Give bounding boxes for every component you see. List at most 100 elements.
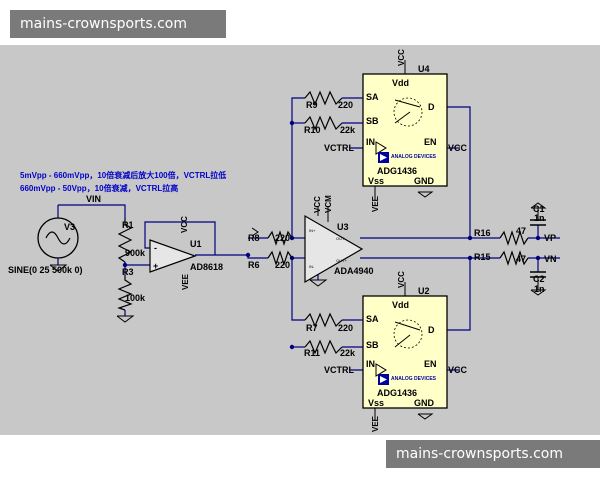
resistor-r16-ref: R16: [474, 228, 491, 238]
switch-u2-in: IN: [366, 359, 375, 369]
switch-u4-logo: ANALOG DEVICES: [391, 154, 437, 160]
resistor-r8-ref: R8: [248, 233, 260, 243]
switch-u4-vss: Vss: [368, 176, 384, 186]
switch-u2: U2 Vdd SA SB D IN EN Vss GND ANALOG DEVI…: [324, 271, 468, 432]
net-label-u4-en-vcc: VCC: [448, 143, 468, 153]
switch-u4-body: [362, 73, 448, 187]
switch-u2-vdd: Vdd: [392, 300, 409, 310]
resistor-r10: R10 22k: [304, 115, 356, 135]
svg-text:IN-: IN-: [309, 264, 315, 269]
resistor-icon: [117, 275, 133, 311]
switch-u2-en: EN: [424, 359, 437, 369]
diff-amp-u3-ref: U3: [337, 222, 349, 232]
source-v3-ref: V3: [64, 222, 75, 232]
net-label-u2-vee: VEE: [371, 415, 380, 432]
ground-icon: [309, 279, 328, 287]
resistor-r1: R1 900k: [117, 218, 146, 263]
svg-text:IN+: IN+: [309, 228, 316, 233]
resistor-r7-value: 220: [338, 323, 353, 333]
ground-icon: [417, 191, 434, 198]
opamp-u1-part: AD8618: [190, 262, 223, 272]
diff-amp-u3-part: ADA4940: [334, 266, 374, 276]
resistor-r15-value: 47: [516, 254, 526, 264]
switch-u2-vss: Vss: [368, 398, 384, 408]
resistor-r15: R15 47: [474, 250, 529, 266]
net-label-vcm: VCM: [324, 195, 333, 213]
switch-u2-part: ADG1436: [377, 388, 417, 398]
svg-text:-: -: [154, 243, 157, 253]
capacitor-c1-ref: C1: [533, 204, 545, 214]
svg-text:+: +: [153, 261, 158, 271]
switch-u2-d: D: [428, 325, 435, 335]
switch-u2-sa: SA: [366, 314, 379, 324]
resistor-r3-ref: R3: [122, 267, 134, 277]
switch-u4-gnd: GND: [414, 176, 435, 186]
resistor-r9-value: 220: [338, 100, 353, 110]
capacitor-c2-value: 1n: [534, 284, 545, 294]
switch-u4-in: IN: [366, 137, 375, 147]
resistor-icon: [499, 230, 529, 246]
sine-source-icon: [37, 217, 79, 259]
switch-u4-sa: SA: [366, 92, 379, 102]
switch-contact-icon: [394, 321, 421, 348]
capacitor-c1: C1 1n: [530, 202, 547, 226]
switch-u2-ref: U2: [418, 286, 430, 296]
resistor-r8: R8 220: [248, 227, 293, 246]
ground-icon: [116, 315, 135, 323]
switch-u4-vdd: Vdd: [392, 78, 409, 88]
net-label-vp: VP: [544, 233, 556, 243]
schematic-background: [0, 45, 600, 435]
resistor-icon: [304, 115, 343, 131]
resistor-r6-value: 220: [275, 260, 290, 270]
net-label-u2-en-vcc: VCC: [448, 365, 468, 375]
resistor-r7: R7 220: [304, 312, 353, 333]
opamp-u1: - + U1 AD8618 VCC VEE: [149, 216, 223, 290]
source-v3: V3 SINE(0 25 500k 0): [8, 217, 83, 275]
watermark-top: mains-crownsports.com: [10, 10, 226, 38]
diff-amp-u3-triangle: [304, 214, 364, 284]
switch-u2-gnd: GND: [414, 398, 435, 408]
resistor-r6-ref: R6: [248, 260, 260, 270]
capacitor-c1-value: 1n: [534, 213, 545, 223]
resistor-r3-value: 100k: [125, 293, 146, 303]
resistor-r8-value: 220: [275, 233, 290, 243]
resistor-r6: R6 220: [248, 250, 293, 270]
diff-amp-u3: IN+ IN- OUT- OUT+ U3 ADA4940 VCC VCM: [304, 195, 374, 287]
resistor-r9-ref: R9: [306, 100, 318, 110]
source-v3-value: SINE(0 25 500k 0): [8, 265, 83, 275]
switch-u4-part: ADG1436: [377, 166, 417, 176]
resistor-r11-ref: R11: [304, 348, 320, 358]
ground-icon: [417, 413, 434, 420]
ground-icon: [49, 264, 68, 272]
net-label-vin: VIN: [86, 194, 101, 204]
opamp-u1-ref: U1: [190, 239, 202, 249]
note-line-1: 5mVpp - 660mVpp，10倍衰减后放大100倍，VCTRL拉低: [20, 170, 226, 180]
switch-u4-sb: SB: [366, 116, 379, 126]
net-label-vn: VN: [544, 254, 557, 264]
net-label-u2-vctrl: VCTRL: [324, 365, 354, 375]
switch-u2-body: [362, 295, 448, 409]
resistor-r9: R9 220: [304, 90, 353, 110]
resistor-icon: [304, 312, 343, 328]
switch-u2-sb: SB: [366, 340, 379, 350]
svg-text:OUT+: OUT+: [336, 258, 347, 263]
resistor-r10-value: 22k: [340, 125, 356, 135]
net-label-u4-vee: VEE: [371, 195, 380, 212]
resistor-r1-ref: R1: [122, 220, 134, 230]
resistor-r1-value: 900k: [125, 248, 146, 258]
resistor-icon: [267, 250, 293, 266]
resistor-r16-value: 47: [516, 226, 526, 236]
note-line-2: 660mVpp - 50Vpp，10倍衰减，VCTRL拉高: [20, 183, 178, 193]
resistor-icon: [304, 90, 343, 106]
net-label-u3-vcc: VCC: [313, 196, 322, 213]
switch-u2-logo: ANALOG DEVICES: [391, 376, 437, 382]
svg-text:OUT-: OUT-: [336, 236, 346, 241]
watermark-bottom: mains-crownsports.com: [386, 440, 600, 468]
resistor-icon: [499, 250, 529, 266]
opamp-u1-triangle: [149, 239, 197, 273]
resistor-r16: R16 47: [474, 226, 529, 246]
ground-icon: [530, 202, 547, 209]
net-label-u4-vcc: VCC: [397, 49, 406, 66]
resistor-icon: [304, 339, 343, 355]
